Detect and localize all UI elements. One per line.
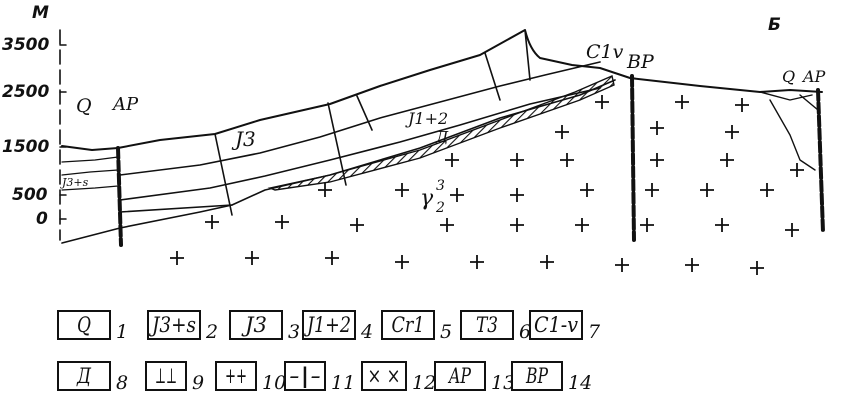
legend-symbol-3: J3 bbox=[241, 313, 267, 337]
legend-box-6 bbox=[460, 310, 514, 340]
granite-cross-pattern bbox=[170, 95, 804, 275]
layer-boundary bbox=[61, 204, 233, 244]
legend-number-11: 11 bbox=[331, 372, 355, 394]
deep-fault-ap-right bbox=[816, 88, 825, 234]
tick-label-0: 0 bbox=[36, 209, 48, 229]
minor-fault bbox=[484, 52, 501, 101]
tick-label-500: 500 bbox=[12, 185, 48, 205]
tick-label-2500: 2500 bbox=[2, 82, 49, 102]
elevation-axis: М 3500 2500 1500 500 0 bbox=[2, 3, 67, 241]
legend-symbol-2: J3+s bbox=[148, 313, 196, 337]
legend-number-3: 3 bbox=[288, 321, 300, 343]
legend-number-9: 9 bbox=[192, 372, 204, 394]
label-q-left: Q bbox=[76, 95, 92, 117]
legend-symbol-6: T3 bbox=[476, 313, 498, 337]
axis-unit: М bbox=[32, 3, 49, 23]
topographic-surface bbox=[61, 29, 823, 151]
label-q-right: Q bbox=[782, 67, 795, 86]
legend-box-8 bbox=[57, 361, 111, 391]
legend-number-1: 1 bbox=[116, 321, 128, 343]
legend-box-5 bbox=[381, 310, 435, 340]
label-gamma: γ bbox=[420, 186, 434, 211]
deep-fault-bp bbox=[630, 74, 636, 242]
layer-boundary bbox=[61, 185, 119, 191]
label-j12: J1+2 bbox=[405, 109, 448, 128]
legend-number-14: 14 bbox=[568, 372, 592, 394]
section-linework bbox=[61, 29, 825, 247]
label-ap-left: AP bbox=[111, 94, 139, 115]
label-ap-right: AP bbox=[801, 67, 826, 86]
legend-number-5: 5 bbox=[440, 321, 452, 343]
legend-symbol-1: Q bbox=[77, 313, 91, 337]
layer-boundary bbox=[119, 87, 601, 201]
legend-box-11 bbox=[284, 361, 326, 391]
legend-symbol-7: C1-v bbox=[534, 313, 578, 337]
legend-number-10: 10 bbox=[262, 372, 286, 394]
legend-number-7: 7 bbox=[588, 321, 601, 343]
legend-box-3 bbox=[229, 310, 283, 340]
legend-symbol-14: BP bbox=[525, 364, 548, 388]
minor-fault bbox=[214, 133, 233, 216]
label-gamma-sup: 3 bbox=[436, 178, 445, 194]
slope-line bbox=[799, 94, 819, 111]
legend-symbol-9: ⊥⊥ bbox=[155, 364, 177, 388]
layer-boundary bbox=[61, 169, 119, 176]
legend-box-9 bbox=[145, 361, 187, 391]
tick-label-3500: 3500 bbox=[2, 35, 49, 55]
legend-symbol-10: ++ bbox=[225, 364, 247, 388]
minor-fault bbox=[524, 29, 531, 81]
legend-box-14 bbox=[511, 361, 563, 391]
legend-box-7 bbox=[529, 310, 583, 340]
legend-box-1 bbox=[57, 310, 111, 340]
legend-number-13: 13 bbox=[491, 372, 515, 394]
slope-line bbox=[769, 99, 816, 171]
legend-number-4: 4 bbox=[360, 321, 373, 343]
legend-number-12: 12 bbox=[412, 372, 436, 394]
legend-symbol-11: -|- bbox=[289, 364, 321, 389]
legend-symbol-12: × × bbox=[368, 364, 401, 388]
corner-label: Б bbox=[768, 15, 781, 35]
tick-label-1500: 1500 bbox=[2, 137, 49, 157]
slope-line bbox=[759, 91, 813, 101]
legend-symbol-8: Д bbox=[76, 364, 92, 388]
legend-box-12 bbox=[361, 361, 407, 391]
legend-box-4 bbox=[302, 310, 356, 340]
legend-symbol-4: J1+2 bbox=[304, 313, 351, 337]
label-j3: J3 bbox=[231, 127, 256, 151]
legend-number-6: 6 bbox=[519, 321, 531, 343]
devonian-layer bbox=[267, 75, 615, 191]
section-labels: Q AP J3+s J3 J1+2 Д γ 3 2 C1v BP Q AP bbox=[60, 41, 826, 216]
label-d: Д bbox=[435, 128, 449, 146]
legend-number-8: 8 bbox=[116, 372, 128, 394]
label-gamma-sub: 2 bbox=[435, 200, 445, 216]
legend-symbol-5: Cr1 bbox=[392, 313, 425, 337]
legend-box-10 bbox=[215, 361, 257, 391]
label-bp: BP bbox=[626, 51, 655, 73]
basement-contact bbox=[119, 79, 616, 213]
minor-fault bbox=[356, 95, 373, 131]
label-c1v: C1v bbox=[586, 41, 624, 63]
label-j3s-left: J3+s bbox=[60, 176, 89, 189]
legend-box-2 bbox=[147, 310, 201, 340]
deep-fault-ap-left bbox=[116, 146, 123, 247]
legend-box-13 bbox=[434, 361, 486, 391]
legend-number-2: 2 bbox=[205, 321, 218, 343]
legend-symbol-13: AP bbox=[447, 364, 471, 388]
layer-boundary bbox=[61, 156, 119, 163]
